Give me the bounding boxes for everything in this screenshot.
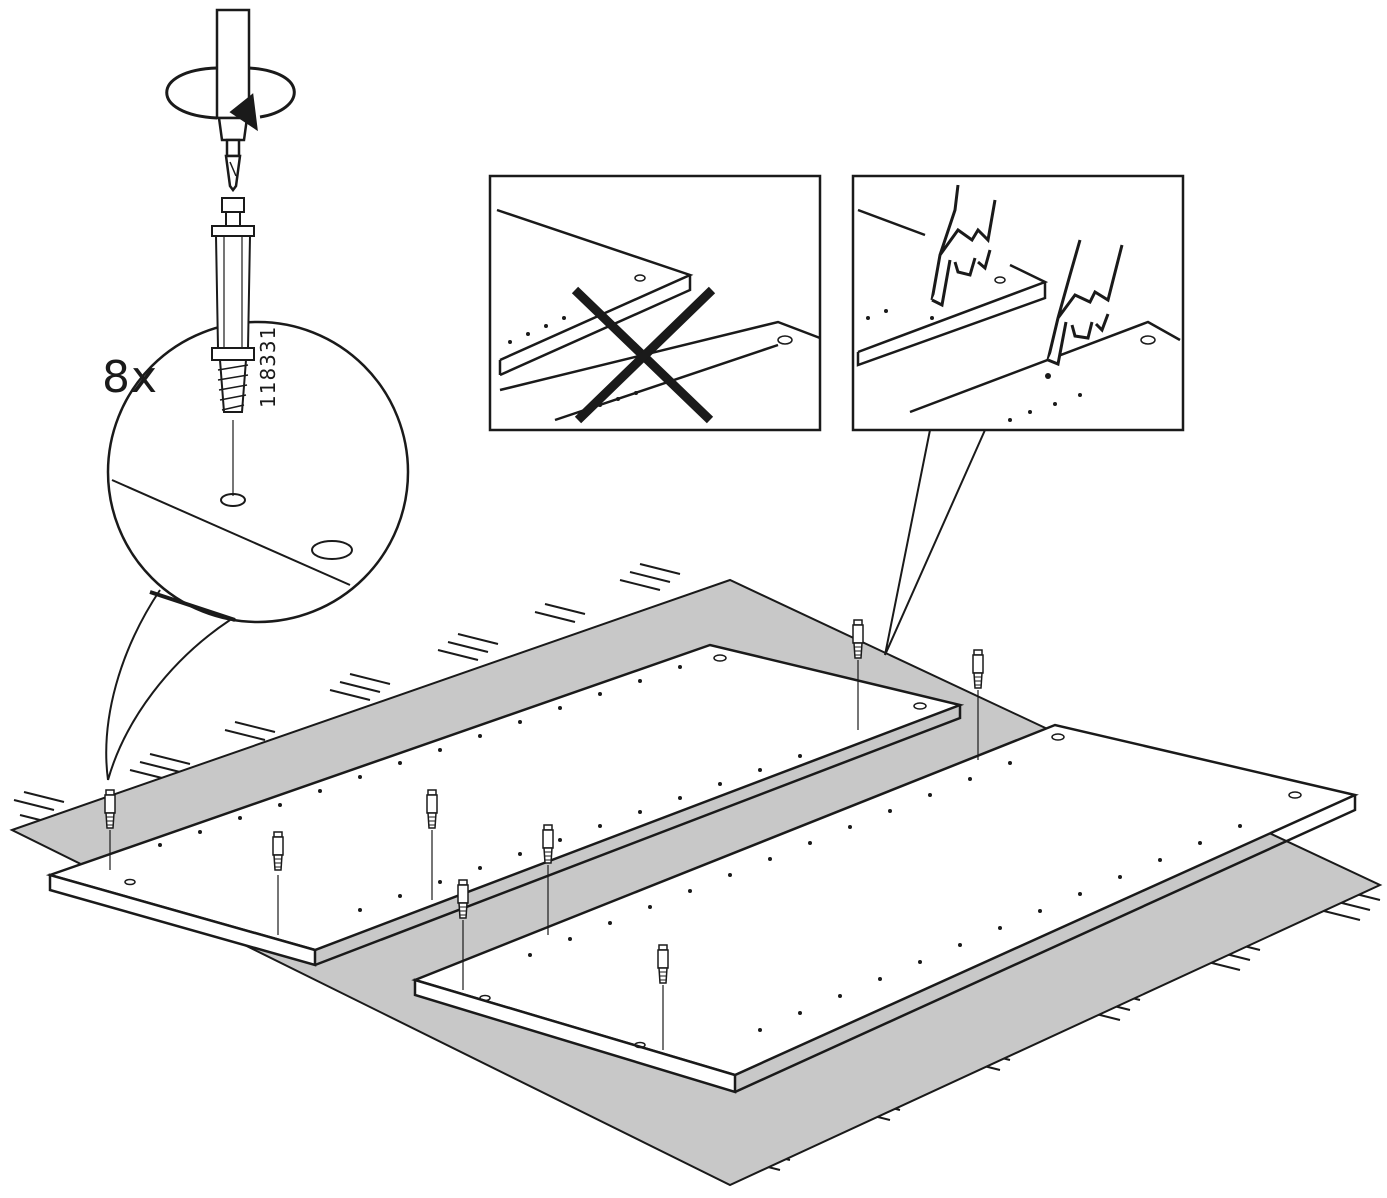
part-number-label: 118331 <box>256 325 280 408</box>
pointing-hand-icon-2 <box>1046 239 1124 367</box>
dowel-4 <box>542 824 554 864</box>
dowel-6 <box>657 944 669 984</box>
quantity-label: 8x <box>102 352 159 403</box>
detail-callout <box>884 429 986 656</box>
dowel-set <box>104 619 984 1050</box>
dowel-2 <box>272 831 284 871</box>
correct-example-box <box>851 174 1185 432</box>
pointing-hand-icon <box>930 184 997 308</box>
wrong-example-box <box>488 174 822 432</box>
rotate-clockwise-arrow-icon <box>165 66 296 132</box>
cross-mark-icon <box>571 286 716 424</box>
dowel-part <box>211 197 255 413</box>
dowel-3 <box>426 789 438 829</box>
dowel-5 <box>457 879 469 919</box>
left-panel <box>45 643 965 967</box>
screwdriver-icon <box>215 8 251 193</box>
dowel-1 <box>104 789 116 829</box>
dowel-7 <box>852 619 864 659</box>
dowel-8 <box>972 649 984 689</box>
magnifier-callout <box>105 320 410 781</box>
right-panel <box>411 723 1359 1094</box>
